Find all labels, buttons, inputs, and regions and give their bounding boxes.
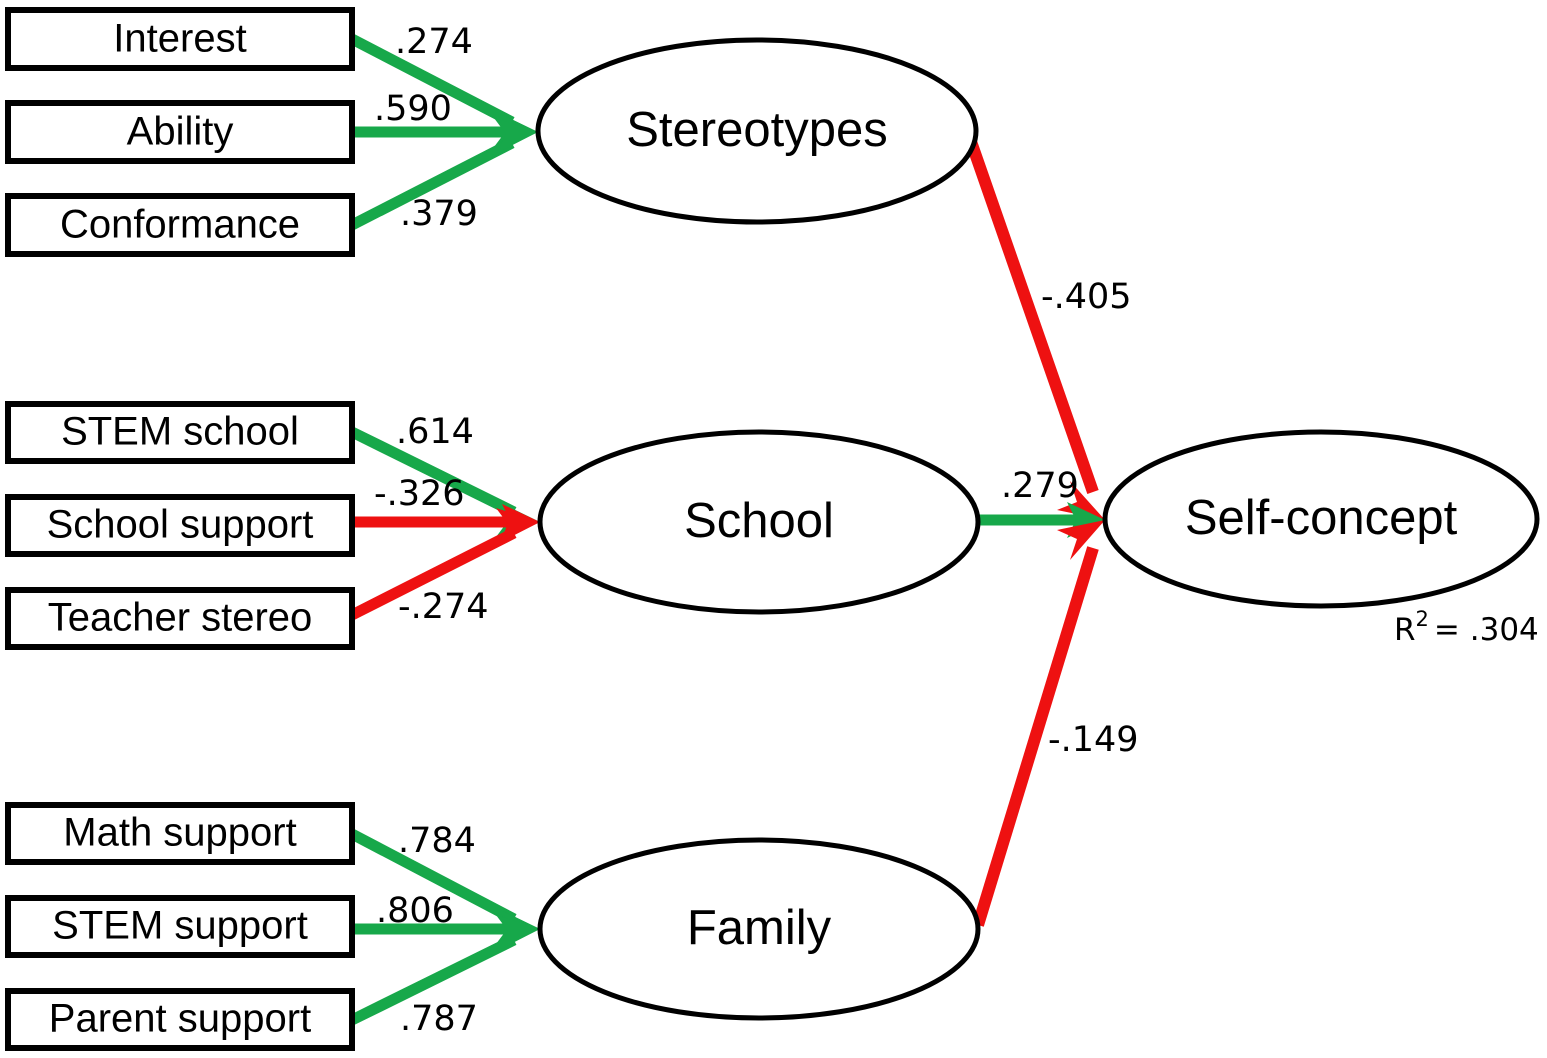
indicator-box-ability[interactable]: Ability [5, 100, 355, 164]
path-conformance-to-stereotypes [349, 118, 538, 230]
indicator-label: Math support [63, 811, 296, 855]
latent-label: Stereotypes [626, 103, 888, 157]
latent-node-selfconcept[interactable]: Self-concept [1102, 429, 1540, 609]
latent-label: Self-concept [1185, 491, 1458, 545]
latent-label: School [684, 494, 834, 548]
path-stereotypes-to-selfconcept [962, 131, 1105, 520]
indicator-label: Ability [127, 110, 234, 154]
coef-stem-support-family: .806 [376, 891, 454, 931]
indicator-label: STEM school [61, 410, 299, 454]
r2-prefix: R [1394, 612, 1416, 648]
latent-label: Family [687, 901, 832, 955]
r2-value: = .304 [1434, 612, 1539, 648]
r2-exponent: 2 [1416, 607, 1429, 631]
indicator-label: Conformance [60, 203, 300, 247]
path-parent-support-to-family [349, 915, 540, 1025]
indicator-box-math-support[interactable]: Math support [5, 802, 355, 865]
indicator-box-stem-support[interactable]: STEM support [5, 895, 355, 958]
indicator-label: Parent support [49, 997, 311, 1041]
coef-school-support-school: -.326 [374, 474, 465, 514]
svg-text:R2= .304: R2= .304 [1394, 607, 1539, 648]
coef-school-selfconcept: .279 [1001, 466, 1079, 506]
latent-node-stereotypes[interactable]: Stereotypes [535, 37, 979, 225]
indicator-label: School support [47, 503, 314, 547]
coef-ability-stereotypes: .590 [374, 89, 452, 129]
coef-math-support-family: .784 [398, 821, 476, 861]
indicator-box-school-support[interactable]: School support [5, 494, 355, 557]
coef-parent-support-family: .787 [400, 999, 478, 1039]
coef-teacher-stereo-school: -.274 [398, 587, 489, 627]
indicator-label: Teacher stereo [48, 596, 313, 640]
coef-interest-stereotypes: .274 [395, 22, 473, 62]
coef-family-selfconcept: -.149 [1048, 720, 1139, 760]
r-squared-annotation: R2= .304 [1394, 607, 1539, 648]
indicator-box-interest[interactable]: Interest [5, 7, 355, 71]
latent-node-school[interactable]: School [537, 429, 981, 615]
coef-conformance-stereotypes: .379 [400, 194, 478, 234]
indicator-box-parent-support[interactable]: Parent support [5, 988, 355, 1051]
indicator-box-conformance[interactable]: Conformance [5, 193, 355, 257]
path-teacher-stereo-to-school [349, 508, 540, 620]
indicator-label: STEM support [52, 904, 308, 948]
path-family-to-selfconcept [972, 520, 1105, 927]
indicator-label: Interest [113, 17, 246, 61]
coef-stereotypes-selfconcept: -.405 [1041, 277, 1132, 317]
latent-node-family[interactable]: Family [537, 837, 981, 1021]
coef-stem-school-school: .614 [396, 412, 474, 452]
indicator-box-stem-school[interactable]: STEM school [5, 401, 355, 464]
indicator-box-teacher-stereo[interactable]: Teacher stereo [5, 587, 355, 650]
